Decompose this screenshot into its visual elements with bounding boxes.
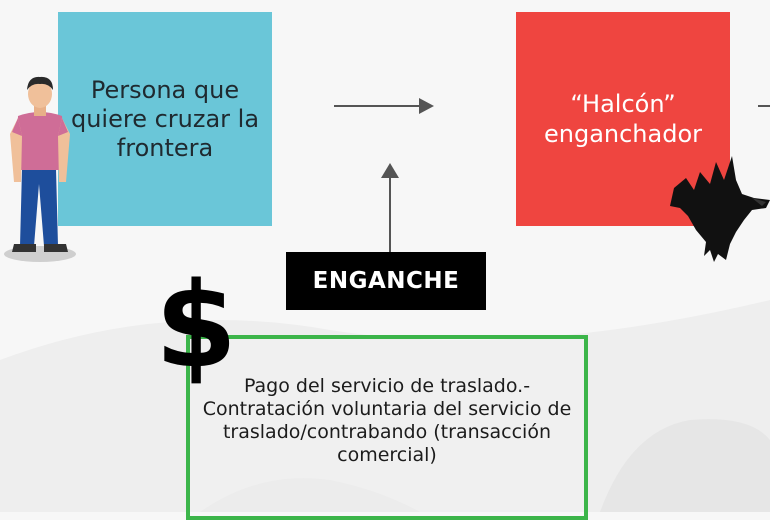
arrow-person-to-halcon <box>334 98 434 114</box>
halcon-box-text: “Halcón” enganchador <box>543 90 703 148</box>
halcon-box: “Halcón” enganchador <box>516 12 730 226</box>
hawk-icon <box>670 156 770 262</box>
person-box-text: Persona que quiere cruzar la frontera <box>70 75 260 162</box>
enganche-label: ENGANCHE <box>286 252 486 310</box>
payment-box: Pago del servicio de traslado.- Contrata… <box>186 335 588 520</box>
person-box: Persona que quiere cruzar la frontera <box>58 12 272 226</box>
dollar-icon: $ <box>155 256 238 394</box>
enganche-label-text: ENGANCHE <box>312 268 460 294</box>
payment-box-text: Pago del servicio de traslado.- Contrata… <box>202 375 572 466</box>
arrow-enganche-up <box>381 163 399 252</box>
person-icon <box>4 76 76 262</box>
